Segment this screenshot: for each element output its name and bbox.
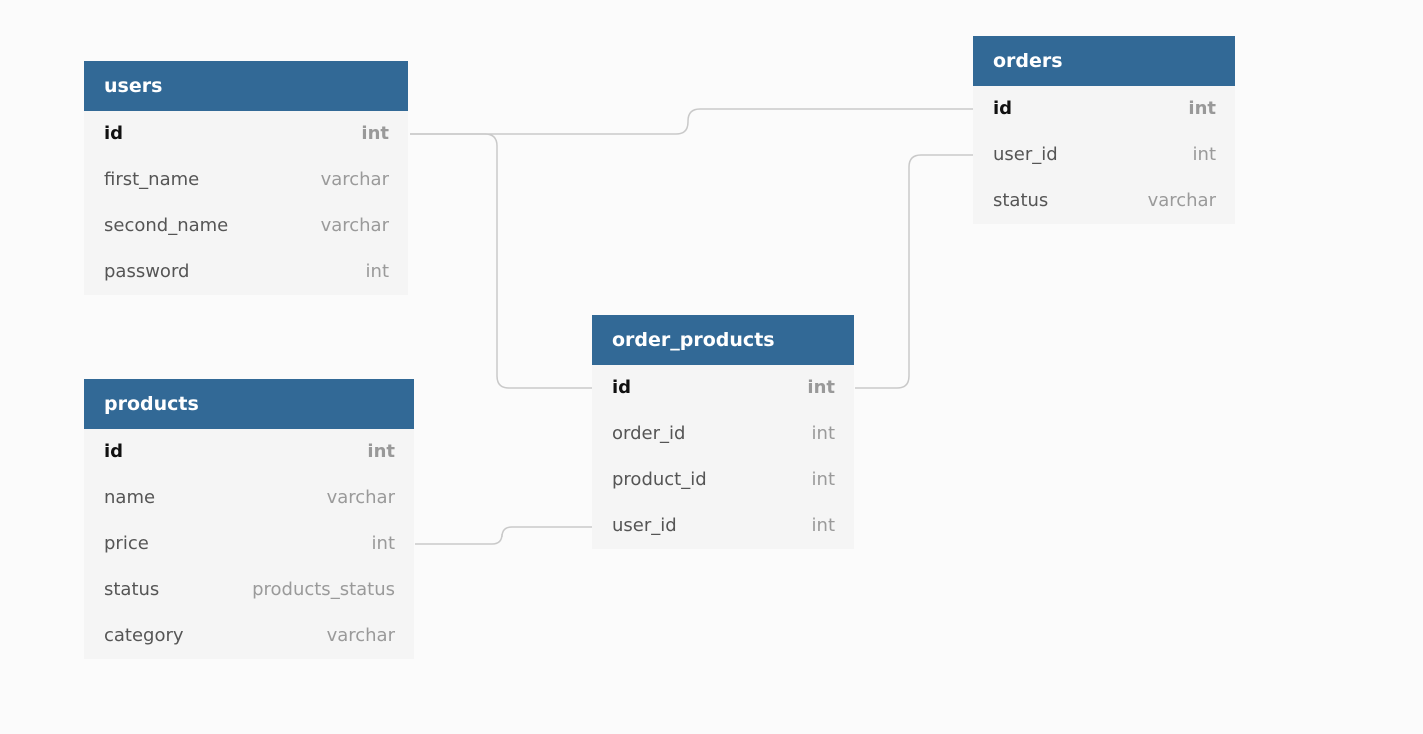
- field-name: first_name: [104, 169, 200, 190]
- field-type: int: [367, 441, 395, 462]
- relationship-users-id-orders-id[interactable]: [410, 108, 973, 135]
- field-name: name: [104, 487, 156, 508]
- field-row-products-name[interactable]: name varchar: [84, 475, 414, 521]
- table-order-products[interactable]: order_products id int order_id int produ…: [592, 315, 854, 549]
- field-type: int: [1188, 98, 1216, 119]
- field-name: status: [104, 579, 160, 600]
- field-type: int: [1192, 144, 1216, 165]
- field-name: category: [104, 625, 184, 646]
- field-type: int: [811, 423, 835, 444]
- table-orders[interactable]: orders id int user_id int status varchar: [973, 36, 1235, 224]
- field-name: password: [104, 261, 190, 282]
- field-type: int: [361, 123, 389, 144]
- field-type: varchar: [320, 169, 389, 190]
- field-type: varchar: [326, 487, 395, 508]
- field-type: int: [811, 469, 835, 490]
- field-type: products_status: [252, 579, 395, 600]
- table-users[interactable]: users id int first_name varchar second_n…: [84, 61, 408, 295]
- field-name: product_id: [612, 469, 707, 490]
- field-type: varchar: [326, 625, 395, 646]
- field-name: id: [612, 377, 632, 398]
- field-row-products-price[interactable]: price int: [84, 521, 414, 567]
- field-row-orders-status[interactable]: status varchar: [973, 178, 1235, 224]
- table-products[interactable]: products id int name varchar price int s…: [84, 379, 414, 659]
- field-type: varchar: [1147, 190, 1216, 211]
- field-row-users-id[interactable]: id int: [84, 111, 408, 157]
- table-header-users[interactable]: users: [84, 61, 408, 111]
- field-name: second_name: [104, 215, 229, 236]
- field-name: id: [104, 441, 124, 462]
- field-type: int: [371, 533, 395, 554]
- field-row-products-category[interactable]: category varchar: [84, 613, 414, 659]
- table-header-order-products[interactable]: order_products: [592, 315, 854, 365]
- field-row-orders-user-id[interactable]: user_id int: [973, 132, 1235, 178]
- field-name: user_id: [993, 144, 1058, 165]
- field-type: int: [807, 377, 835, 398]
- field-name: status: [993, 190, 1049, 211]
- field-type: varchar: [320, 215, 389, 236]
- field-row-order-products-id[interactable]: id int: [592, 365, 854, 411]
- field-name: id: [104, 123, 124, 144]
- field-row-order-products-user-id[interactable]: user_id int: [592, 503, 854, 549]
- field-name: price: [104, 533, 149, 554]
- field-row-users-second-name[interactable]: second_name varchar: [84, 203, 408, 249]
- field-row-order-products-product-id[interactable]: product_id int: [592, 457, 854, 503]
- field-row-products-id[interactable]: id int: [84, 429, 414, 475]
- field-name: order_id: [612, 423, 686, 444]
- relationship-users-id-order-products-id[interactable]: [410, 133, 592, 389]
- relationship-order-products-id-orders-user-id[interactable]: [855, 154, 973, 389]
- relationship-products-price-order-products-user-id[interactable]: [415, 526, 592, 545]
- field-row-products-status[interactable]: status products_status: [84, 567, 414, 613]
- field-row-orders-id[interactable]: id int: [973, 86, 1235, 132]
- table-header-orders[interactable]: orders: [973, 36, 1235, 86]
- table-header-products[interactable]: products: [84, 379, 414, 429]
- field-row-order-products-order-id[interactable]: order_id int: [592, 411, 854, 457]
- field-name: user_id: [612, 515, 677, 536]
- field-type: int: [811, 515, 835, 536]
- field-name: id: [993, 98, 1013, 119]
- field-row-users-first-name[interactable]: first_name varchar: [84, 157, 408, 203]
- field-type: int: [365, 261, 389, 282]
- field-row-users-password[interactable]: password int: [84, 249, 408, 295]
